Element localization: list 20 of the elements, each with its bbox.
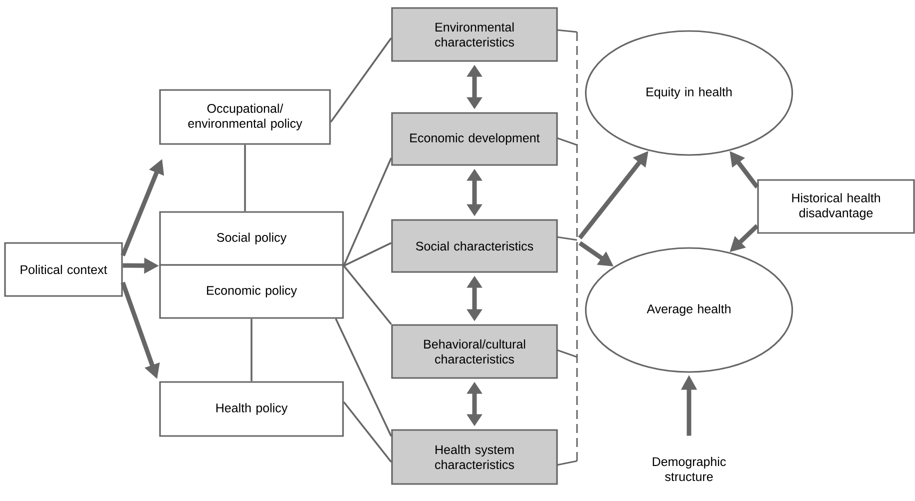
connector-line	[244, 144, 246, 212]
characteristics-box: Social characteristics	[391, 219, 558, 273]
connector-line	[342, 158, 392, 266]
connector-line	[330, 37, 392, 123]
factor-label: Demographic structure	[652, 456, 726, 482]
policy-box: Health policy	[159, 381, 344, 437]
factor-box: Historical health disadvantage	[757, 179, 915, 234]
connector-line	[335, 318, 392, 437]
connector-line	[343, 401, 392, 463]
policy-box: Occupational/ environmental policy	[159, 89, 331, 145]
policy-box: Social policy	[159, 211, 344, 266]
connector-line	[250, 318, 252, 382]
policy-box: Economic policy	[159, 264, 344, 319]
characteristics-box: Behavioral/cultural characteristics	[391, 324, 558, 379]
connector-line	[343, 265, 392, 325]
characteristics-box: Economic development	[391, 112, 558, 166]
characteristics-box: Environmental characteristics	[391, 7, 558, 62]
context-box: Political context	[4, 242, 123, 297]
connector-line	[343, 242, 392, 267]
characteristics-box: Health system characteristics	[391, 429, 558, 485]
